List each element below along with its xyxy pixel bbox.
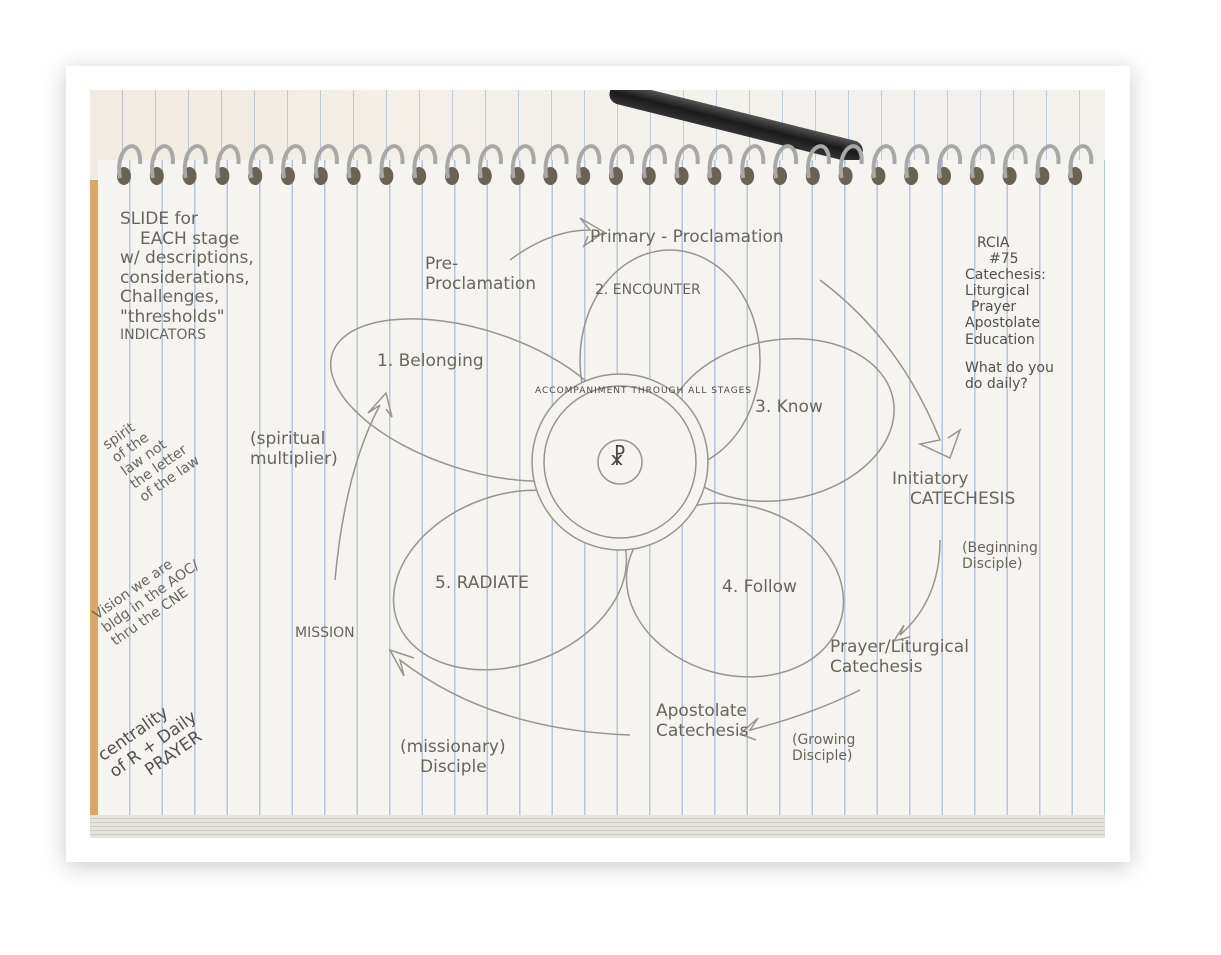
petal-label-belonging: 1. Belonging: [377, 351, 484, 371]
spiral-ring: [1035, 144, 1061, 179]
spiral-ring: [740, 144, 766, 179]
prayer-liturgical-label: Prayer/Liturgical Catechesis: [830, 637, 969, 677]
spiral-ring: [969, 144, 995, 179]
label-line: Catechesis: [830, 656, 923, 677]
pre-proclamation-label: Pre- Proclamation: [425, 254, 536, 294]
arrow-initiatory-to-prayer: [892, 539, 941, 643]
label-line: Prayer/Liturgical: [830, 637, 969, 657]
note-line: RCIA: [977, 235, 1010, 251]
spiritual-multiplier-label: (spiritual multiplier): [250, 429, 338, 469]
chi-rho-symbol: ☧: [609, 446, 627, 471]
right-notes: RCIA #75 Catechesis: Liturgical Prayer A…: [965, 235, 1054, 392]
accompaniment-ring-inner: [543, 385, 697, 539]
spiral-ring: [477, 144, 503, 179]
spiral-ring: [215, 144, 241, 179]
primary-proclamation-label: Primary - Proclamation: [590, 227, 784, 247]
petal-follow: [625, 502, 845, 678]
mission-label: MISSION: [295, 625, 355, 641]
spiral-ring: [937, 144, 963, 179]
spiral-ring: [609, 144, 635, 179]
spiral-ring: [707, 144, 733, 179]
arrow-pre-to-primary: [509, 217, 606, 261]
note-line: Education: [965, 331, 1035, 348]
spiral-ring: [313, 144, 339, 179]
missionary-disciple-label: (missionary) Disciple: [400, 737, 506, 777]
note-line: Catechesis:: [965, 267, 1046, 284]
accompaniment-ring: [531, 373, 709, 551]
note-line: What do you: [965, 359, 1054, 376]
arrow-apostolate-to-mission: [388, 648, 631, 736]
note-line: Liturgical: [965, 283, 1030, 300]
note-line: Apostolate: [965, 315, 1040, 332]
spiral-ring: [445, 144, 471, 179]
note-line: Prayer: [971, 299, 1017, 316]
note-line: considerations,: [120, 267, 250, 288]
spiral-ring: [805, 144, 831, 179]
spiral-ring: [773, 144, 799, 179]
label-line: Initiatory: [892, 469, 969, 489]
petal-label-follow: 4. Follow: [722, 577, 797, 597]
petal-label-know: 3. Know: [755, 397, 823, 417]
spiral-ring: [182, 144, 208, 179]
spiral-ring: [117, 144, 143, 179]
label-line: Pre-: [425, 254, 459, 274]
note-line: do daily?: [965, 375, 1028, 392]
spiral-binding: [117, 144, 1094, 185]
apostolate-catechesis-label: Apostolate Catechesis: [656, 701, 749, 741]
label-line: Disciple: [420, 756, 487, 777]
spiral-ring: [248, 144, 274, 179]
note-line: Challenges,: [120, 287, 220, 308]
flower-diagram: [329, 217, 962, 741]
center-circle: [597, 439, 643, 485]
label-line: (missionary): [400, 737, 506, 757]
label-line: multiplier): [250, 448, 338, 469]
spiral-ring: [641, 144, 667, 179]
accompaniment-ring-text: ACCOMPANIMENT THROUGH ALL STAGES: [535, 386, 753, 396]
spiral-ring: [281, 144, 307, 179]
label-line: (spiritual: [250, 429, 326, 449]
note-line: #75: [989, 251, 1019, 268]
growing-disciple-label: (Growing Disciple): [792, 732, 856, 765]
note-line: "thresholds": [120, 306, 225, 327]
slide-note: SLIDE for EACH stage w/ descriptions, co…: [120, 209, 254, 344]
spiral-ring: [149, 144, 175, 179]
spiral-ring: [543, 144, 569, 179]
note-line: w/ descriptions,: [120, 248, 254, 269]
label-line: CATECHESIS: [910, 488, 1016, 509]
label-line: Proclamation: [425, 273, 536, 294]
label-line: Apostolate: [656, 701, 748, 721]
beginning-disciple-label: (Beginning Disciple): [962, 540, 1038, 573]
label-line: Catechesis: [656, 720, 749, 741]
arrow-prayer-to-apostolate: [738, 689, 861, 741]
petal-label-radiate: 5. RADIATE: [435, 573, 529, 593]
spiral-ring: [1068, 144, 1094, 179]
spiral-ring: [674, 144, 700, 179]
notebook-photo: SLIDE for EACH stage w/ descriptions, co…: [90, 90, 1105, 838]
note-line: INDICATORS: [120, 327, 206, 344]
spiral-ring: [576, 144, 602, 179]
spiral-ring: [871, 144, 897, 179]
spiral-ring: [1002, 144, 1028, 179]
spiral-ring: [379, 144, 405, 179]
note-line: EACH stage: [140, 228, 240, 249]
arrow-primary-to-initiatory: [819, 279, 962, 460]
arrow-mission-to-belonging: [334, 391, 393, 581]
spiral-ring: [346, 144, 372, 179]
note-line: SLIDE for: [120, 209, 198, 229]
spiral-ring: [904, 144, 930, 179]
petal-label-encounter: 2. ENCOUNTER: [595, 282, 701, 298]
initiatory-catechesis-label: Initiatory CATECHESIS: [892, 469, 1016, 509]
spiral-ring: [412, 144, 438, 179]
spiral-ring: [510, 144, 536, 179]
page-stack: [90, 815, 1105, 838]
spiral-ring: [838, 144, 864, 179]
